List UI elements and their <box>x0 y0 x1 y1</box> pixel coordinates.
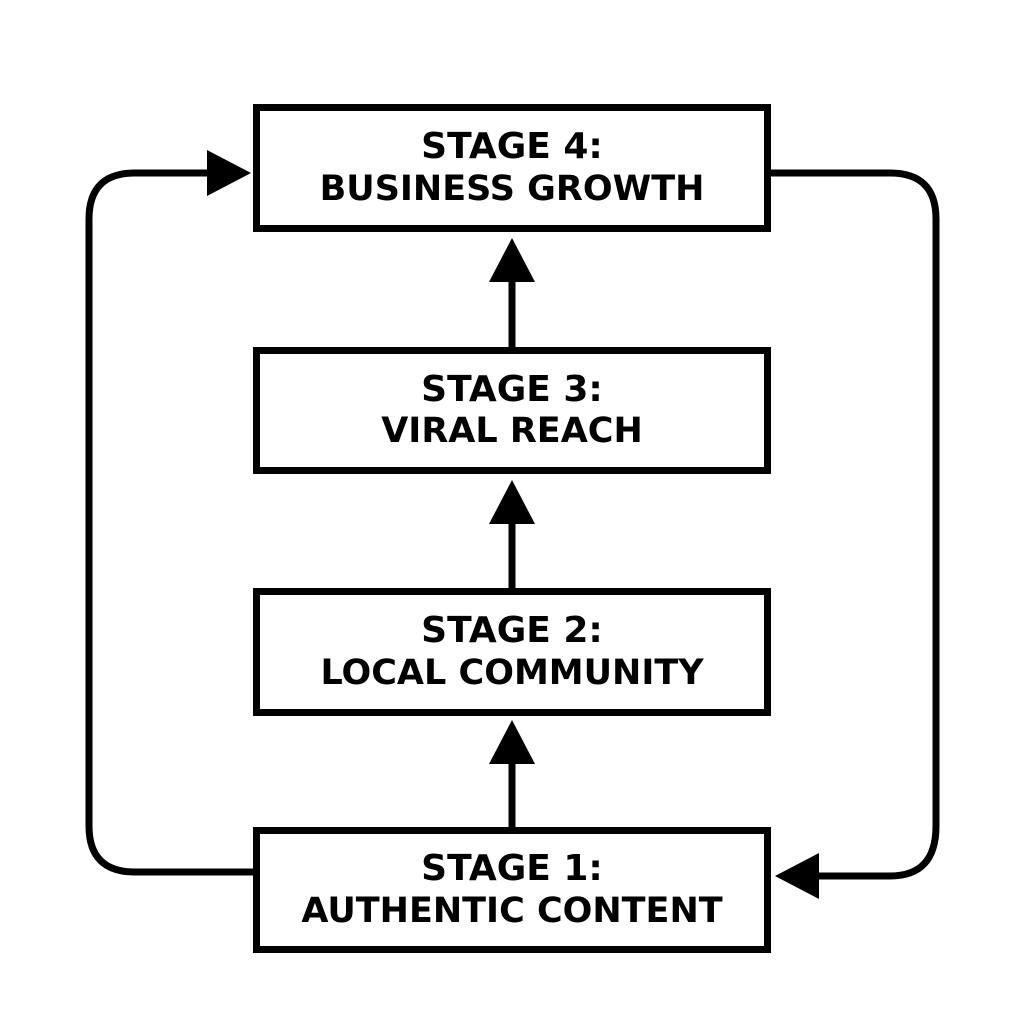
stage-4-title: STAGE 4: <box>421 126 603 168</box>
stage-1-title: STAGE 1: <box>421 848 603 890</box>
stage-2-label: LOCAL COMMUNITY <box>320 652 704 693</box>
arrow-right-loop-stage-4-to-stage-1 <box>771 169 940 899</box>
stage-1-label: AUTHENTIC CONTENT <box>301 890 723 931</box>
stage-1-box: STAGE 1: AUTHENTIC CONTENT <box>253 827 771 953</box>
arrow-stage-1-to-stage-2 <box>489 720 535 827</box>
arrow-left-loop-stage-1-to-stage-4 <box>85 150 253 876</box>
stage-3-label: VIRAL REACH <box>381 411 643 452</box>
stage-4-box: STAGE 4: BUSINESS GROWTH <box>253 104 771 232</box>
stage-3-box: STAGE 3: VIRAL REACH <box>253 347 771 474</box>
stage-3-title: STAGE 3: <box>421 368 603 410</box>
arrow-stage-3-to-stage-4 <box>489 238 535 347</box>
stage-4-label: BUSINESS GROWTH <box>319 168 705 209</box>
arrow-stage-2-to-stage-3 <box>489 480 535 588</box>
stage-2-title: STAGE 2: <box>421 610 603 652</box>
stage-2-box: STAGE 2: LOCAL COMMUNITY <box>253 588 771 716</box>
